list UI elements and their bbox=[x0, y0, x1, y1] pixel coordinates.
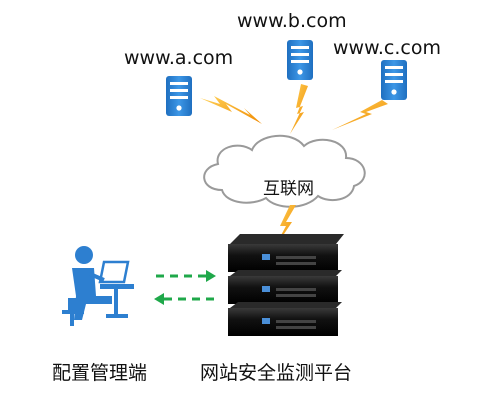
server-icon-b bbox=[287, 40, 313, 80]
server-icon-c bbox=[381, 60, 407, 100]
lightning-icon-c bbox=[332, 100, 388, 130]
rack-unit-middle bbox=[228, 270, 342, 304]
lightning-icon-a bbox=[200, 96, 262, 124]
arrow-to-admin bbox=[154, 293, 214, 305]
rack-unit-top bbox=[228, 234, 344, 272]
server-icon-a bbox=[166, 76, 192, 116]
site-label-c: www.c.com bbox=[333, 37, 441, 59]
site-label-a: www.a.com bbox=[124, 47, 234, 69]
rack-unit-bottom bbox=[228, 302, 342, 336]
site-label-b: www.b.com bbox=[237, 10, 347, 32]
admin-workstation-icon bbox=[62, 246, 134, 326]
admin-label: 配置管理端 bbox=[52, 362, 148, 384]
server-rack-icon bbox=[228, 234, 344, 336]
lightning-icon-b bbox=[290, 84, 308, 134]
arrow-to-platform bbox=[156, 270, 216, 282]
cloud-label: 互联网 bbox=[263, 179, 314, 199]
platform-label: 网站安全监测平台 bbox=[200, 362, 353, 384]
cloud-icon bbox=[203, 134, 366, 208]
